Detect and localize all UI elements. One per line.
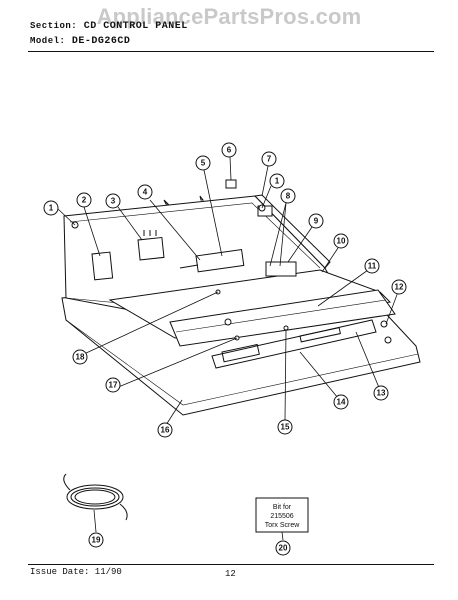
callout-2: 2 bbox=[76, 192, 92, 208]
logo-plate bbox=[221, 343, 260, 363]
callout-4: 4 bbox=[137, 184, 153, 200]
small-screw-b bbox=[199, 195, 204, 201]
svg-text:7: 7 bbox=[267, 155, 272, 164]
svg-text:1: 1 bbox=[49, 204, 54, 213]
svg-text:10: 10 bbox=[337, 237, 346, 246]
bit-label-box: Bit for 215506 Torx Screw bbox=[255, 497, 309, 533]
callout-18: 18 bbox=[72, 349, 88, 365]
callout-12: 12 bbox=[391, 279, 407, 295]
console-side bbox=[253, 194, 331, 269]
timer-shaft bbox=[179, 264, 199, 269]
callout-1-left: 1 bbox=[43, 200, 59, 216]
cabinet-top-edge bbox=[65, 319, 419, 406]
model-line: Model: DE-DG26CD bbox=[30, 36, 130, 47]
svg-text:5: 5 bbox=[201, 159, 206, 168]
knob-12b bbox=[384, 336, 392, 344]
model-value: DE-DG26CD bbox=[71, 36, 131, 47]
svg-text:19: 19 bbox=[92, 536, 101, 545]
footer-rule bbox=[28, 564, 434, 565]
callout-1-right: 1 bbox=[269, 173, 285, 189]
callout-15: 15 bbox=[277, 419, 293, 435]
callout-3: 3 bbox=[105, 193, 121, 209]
callout-14: 14 bbox=[333, 394, 349, 410]
switch-module-2 bbox=[91, 251, 114, 281]
screw-6 bbox=[225, 179, 237, 189]
svg-text:20: 20 bbox=[279, 544, 288, 553]
callout-19: 19 bbox=[88, 532, 104, 548]
switch-module-3 bbox=[137, 236, 165, 261]
bit-label-line1: Bit for bbox=[273, 504, 292, 511]
console-inner bbox=[69, 202, 321, 269]
callout-16: 16 bbox=[157, 422, 173, 438]
issue-date: Issue Date: 11/90 bbox=[30, 567, 122, 577]
svg-text:16: 16 bbox=[161, 426, 170, 435]
callout-20: 20 bbox=[275, 540, 291, 556]
svg-text:8: 8 bbox=[286, 192, 291, 201]
knob-12a bbox=[380, 320, 388, 328]
svg-text:12: 12 bbox=[395, 283, 404, 292]
section-value: CD CONTROL PANEL bbox=[83, 21, 188, 32]
callout-13: 13 bbox=[373, 385, 389, 401]
callout-6: 6 bbox=[221, 142, 237, 158]
model-key: Model: bbox=[30, 36, 66, 46]
watermark: AppliancePartsPros.com bbox=[96, 4, 362, 29]
bit-label-line2: 215506 bbox=[270, 513, 293, 520]
section-line: Section: CD CONTROL PANEL bbox=[30, 21, 188, 32]
section-key: Section: bbox=[30, 21, 78, 31]
timer-assembly bbox=[195, 249, 245, 273]
svg-text:17: 17 bbox=[109, 381, 118, 390]
bit-label-line3: Torx Screw bbox=[265, 522, 301, 529]
callout-5: 5 bbox=[195, 155, 211, 171]
display-window bbox=[299, 327, 341, 343]
svg-text:1: 1 bbox=[275, 177, 280, 186]
small-screw-a bbox=[163, 199, 170, 205]
svg-text:15: 15 bbox=[281, 423, 290, 432]
callout-7: 7 bbox=[261, 151, 277, 167]
bracket-7 bbox=[257, 205, 273, 217]
callout-10: 10 bbox=[333, 233, 349, 249]
svg-text:11: 11 bbox=[368, 262, 377, 271]
svg-text:3: 3 bbox=[111, 197, 116, 206]
leader-lines bbox=[57, 156, 399, 541]
page-number: 12 bbox=[225, 569, 236, 579]
callout-8: 8 bbox=[280, 188, 296, 204]
svg-text:14: 14 bbox=[337, 398, 346, 407]
svg-text:9: 9 bbox=[314, 217, 319, 226]
header-rule bbox=[28, 51, 434, 52]
callout-17: 17 bbox=[105, 377, 121, 393]
board-9 bbox=[265, 261, 297, 277]
screw-panel bbox=[224, 318, 232, 326]
svg-text:2: 2 bbox=[82, 196, 87, 205]
callout-11: 11 bbox=[364, 258, 380, 274]
svg-text:13: 13 bbox=[377, 389, 386, 398]
wire-harness bbox=[63, 473, 128, 521]
svg-text:18: 18 bbox=[76, 353, 85, 362]
svg-text:4: 4 bbox=[143, 188, 148, 197]
callout-9: 9 bbox=[308, 213, 324, 229]
pin-15 bbox=[283, 325, 289, 331]
svg-text:6: 6 bbox=[227, 146, 232, 155]
